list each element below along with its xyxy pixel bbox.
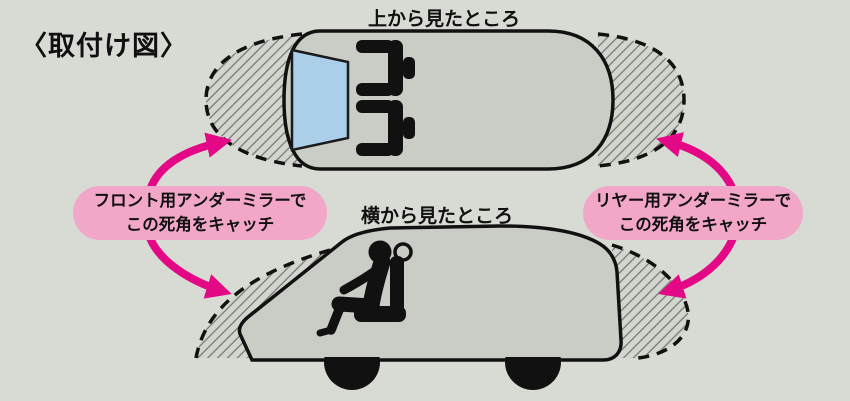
driver-seat-top-view — [356, 40, 415, 96]
rear-callout-line1: リヤー用アンダーミラーで — [594, 191, 792, 211]
passenger-seat-top-view — [356, 100, 415, 156]
wheels — [324, 357, 561, 390]
page-title: 〈取付け図〉 — [20, 31, 188, 62]
driver-silhouette — [316, 240, 413, 337]
front-callout-line2: この死角をキャッチ — [125, 215, 275, 234]
front-callout-line1: フロント用アンダーミラーで — [93, 191, 307, 211]
front-wheel — [324, 357, 380, 390]
front-mirror-callout: フロント用アンダーミラーで この死角をキャッチ — [73, 186, 327, 240]
rear-blind-spot-side-view — [611, 243, 691, 360]
arrow-rear-to-side-view — [658, 234, 737, 299]
rear-mirror-callout: リヤー用アンダーミラーで この死角をキャッチ — [583, 186, 803, 240]
van-side-body — [237, 224, 623, 362]
rear-wheel — [505, 357, 561, 390]
top-view-label: 上から見たところ — [367, 8, 521, 30]
rear-callout-line2: この死角をキャッチ — [618, 215, 768, 234]
headrest-icon — [393, 242, 413, 262]
arrow-rear-to-top-view — [656, 132, 737, 194]
side-view-label: 横から見たところ — [360, 205, 514, 227]
van-side-view — [237, 224, 623, 390]
van-top-view — [282, 29, 615, 171]
arrow-front-to-top-view — [146, 132, 233, 194]
van-top-body — [282, 29, 615, 171]
windshield — [290, 48, 350, 152]
arrow-front-to-side-view — [146, 234, 232, 299]
